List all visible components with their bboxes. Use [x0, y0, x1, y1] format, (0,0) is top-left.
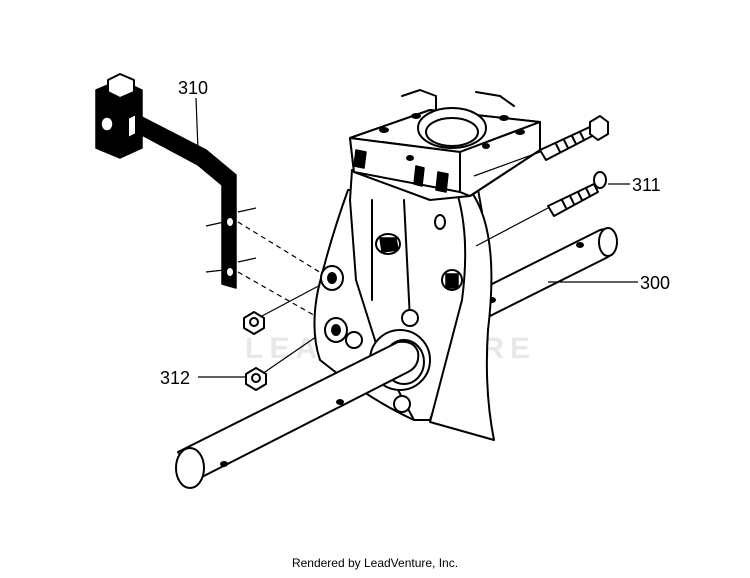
callout-312-label: 312: [160, 368, 190, 388]
nut-312-upper[interactable]: [243, 311, 265, 335]
bolt-311-upper[interactable]: [539, 115, 609, 161]
footer-credit: Rendered by LeadVenture, Inc.: [291, 556, 459, 570]
callout-300-label: 300: [640, 273, 670, 293]
bolt-leader-lines: [473, 151, 549, 247]
nut-312-lower[interactable]: [245, 367, 267, 391]
callout-312: 312: [160, 368, 246, 388]
callout-310: 310: [178, 78, 208, 151]
callout-300: 300: [548, 273, 670, 293]
callout-311-label: 311: [632, 175, 661, 195]
callout-311: 311: [608, 175, 661, 195]
bracket-310[interactable]: [95, 73, 237, 289]
bolt-311-lower[interactable]: [547, 171, 607, 217]
axle-shaft-front[interactable]: [175, 340, 420, 489]
callout-310-label: 310: [178, 78, 208, 98]
